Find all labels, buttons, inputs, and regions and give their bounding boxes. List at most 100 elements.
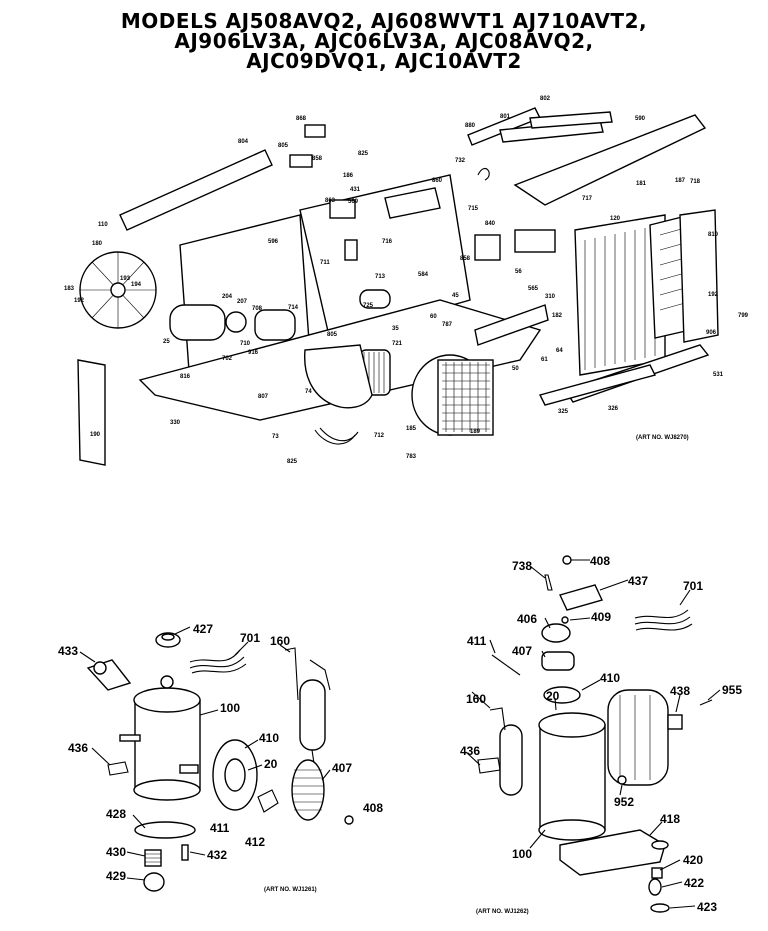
callout-label: 50: [512, 366, 519, 372]
screw-part: [544, 574, 553, 591]
callout-label: 711: [320, 260, 330, 266]
callout-label: 807: [258, 394, 269, 400]
callout-label: 420: [683, 853, 703, 867]
callout-label: 325: [558, 409, 569, 415]
callout-label: 330: [170, 420, 181, 426]
callout-label: 409: [591, 610, 611, 624]
capacitor-part: [514, 229, 556, 253]
rear-rail-part: [119, 149, 273, 231]
callout-label: 801: [500, 114, 511, 120]
coil-side-louvres: [659, 227, 686, 311]
callout-label: 805: [278, 143, 289, 149]
nut-part: [344, 815, 354, 825]
nut-part: [617, 775, 627, 785]
callout-label: 718: [690, 179, 701, 185]
callout-label: 431: [350, 187, 361, 193]
callout-label: 787: [442, 322, 453, 328]
compressor-part: [254, 309, 296, 341]
callout-label: 60: [430, 314, 437, 320]
left-side-panel-part: [77, 359, 106, 466]
callout-label: 192: [74, 298, 85, 304]
callout-label: 25: [163, 339, 170, 345]
callout-label: 880: [465, 123, 476, 129]
callout-label: 955: [722, 683, 742, 697]
top-cover-part: [513, 114, 707, 206]
terminal-cover-inner: [224, 758, 246, 792]
clip-part: [477, 168, 490, 181]
motor-bearing-part: [225, 311, 247, 333]
callout-label: 732: [455, 158, 466, 164]
callout-label: 160: [466, 692, 486, 706]
callout-label: 429: [106, 869, 126, 883]
compressor-bottom-part: [538, 819, 606, 841]
compressor-view-left-callouts: 433 427 701 160 100 436 410 20 407 411 4…: [58, 622, 383, 893]
screw-part: [181, 844, 189, 861]
accumulator-part: [299, 679, 326, 751]
callout-label: 408: [590, 554, 610, 568]
callout-label: 436: [68, 741, 88, 755]
overload-part: [257, 789, 279, 813]
callout-label: 35: [392, 326, 399, 332]
compressor-bottom-part: [133, 779, 201, 801]
foot-plate-part: [134, 821, 196, 839]
compressor-view-right-callouts: 738 408 437 701 406 409 411 407 410 20 4…: [460, 554, 742, 915]
compressor-tube-part: [179, 764, 199, 774]
grommet-hole: [161, 633, 175, 641]
callout-label: 868: [296, 116, 307, 122]
callout-label: 858: [312, 156, 323, 162]
callout-label: 204: [222, 294, 233, 300]
callout-label: 715: [468, 206, 479, 212]
wire-lead-part: [634, 609, 689, 619]
control-box-part: [384, 187, 441, 219]
callout-label: 725: [363, 303, 374, 309]
callout-label: 805: [327, 332, 338, 338]
callout-label: 160: [270, 634, 290, 648]
callout-label: 310: [545, 294, 556, 300]
callout-label: 427: [193, 622, 213, 636]
control-bracket-part: [474, 304, 549, 346]
callout-label: 180: [92, 241, 103, 247]
callout-label: 100: [512, 847, 532, 861]
small-part: [304, 124, 326, 138]
callout-label: 74: [305, 389, 312, 395]
callout-label: 410: [259, 731, 279, 745]
wire-harness-part: [314, 429, 356, 445]
bolt-part: [491, 654, 521, 676]
top-brace-part: [529, 111, 613, 129]
compressor-view-right: [477, 555, 713, 913]
callout-label: 717: [582, 196, 593, 202]
callout-label: 906: [706, 330, 717, 336]
base-plate-part: [559, 829, 666, 876]
callout-label: 20: [264, 757, 278, 771]
callout-label: 810: [708, 232, 719, 238]
callout-label: 702: [222, 356, 233, 362]
callout-label: 701: [683, 579, 703, 593]
compressor-terminal-part: [160, 675, 174, 689]
wire-lead-part: [635, 623, 693, 631]
callout-label: 430: [106, 845, 126, 859]
callout-label: 825: [358, 151, 369, 157]
bracket-hole: [93, 661, 107, 675]
callout-label: 710: [240, 341, 251, 347]
callout-label: 185: [406, 426, 417, 432]
callout-label: 858: [460, 256, 471, 262]
small-part: [289, 154, 313, 168]
callout-label: 433: [58, 644, 78, 658]
callout-label: 120: [610, 216, 621, 222]
title-line-1: MODELS AJ508AVQ2, AJ608WVT1 AJ710AVT2,: [120, 9, 648, 33]
callout-label: 714: [288, 305, 299, 311]
wire-lead-part: [634, 616, 691, 625]
side-panel-part: [679, 209, 719, 343]
callout-label: 584: [418, 272, 429, 278]
motor-part: [169, 304, 226, 341]
callout-label: 816: [180, 374, 191, 380]
callout-label: 183: [64, 286, 75, 292]
compressor-body-part: [539, 724, 606, 831]
wire-lead-part: [189, 656, 245, 669]
callout-label: 783: [406, 454, 417, 460]
mount-washer-part: [650, 903, 670, 913]
wire-harness-part: [319, 427, 359, 442]
callout-label: 207: [237, 299, 248, 305]
bracket-part: [559, 584, 603, 611]
